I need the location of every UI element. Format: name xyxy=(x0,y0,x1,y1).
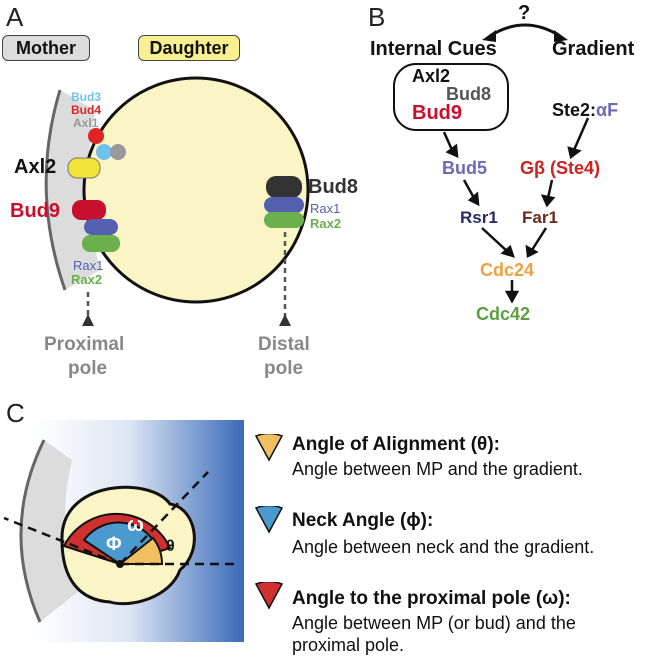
mother-cell-c-wall xyxy=(19,439,46,623)
bud3-dot xyxy=(96,144,112,160)
legend-neck-text: Angle between neck and the gradient. xyxy=(292,537,595,557)
rax2-capsule-left xyxy=(82,235,120,252)
axl1-label: Axl1 xyxy=(73,116,99,130)
bud9-label: Bud9 xyxy=(10,200,60,222)
legend-proximal-title: Angle to the proximal pole (ω): xyxy=(292,588,571,609)
proximal-pole-label-2: pole xyxy=(68,358,108,379)
mother-cell-c xyxy=(20,440,80,622)
ste2-text: Ste2: xyxy=(552,100,597,120)
far1-label: Far1 xyxy=(522,208,558,227)
panel-b-letter: B xyxy=(368,2,386,32)
bud3-label: Bud3 xyxy=(71,90,101,104)
daughter-cell xyxy=(82,76,310,304)
origin-dot xyxy=(116,560,124,568)
bud8-cue-label: Bud8 xyxy=(446,84,491,104)
mother-label: Mother xyxy=(2,35,90,61)
axl2-cue-label: Axl2 xyxy=(412,66,451,86)
rax2-capsule-right xyxy=(264,212,304,228)
omega-symbol: ω xyxy=(127,514,144,536)
bud8-label: Bud8 xyxy=(308,176,358,198)
legend-alignment-title: Angle of Alignment (θ): xyxy=(292,434,500,455)
theta-symbol: θ xyxy=(166,538,175,555)
proximal-axis-line xyxy=(3,516,121,566)
panel-b-diagram xyxy=(393,23,590,304)
rax1-label-right: Rax1 xyxy=(310,201,341,216)
distal-pole-arrow xyxy=(279,314,291,326)
axl1-dot xyxy=(110,144,126,160)
axl2-label: Axl2 xyxy=(14,156,57,178)
distal-pole-label-1: Distal xyxy=(258,334,310,355)
legend-alignment-icon xyxy=(254,434,284,462)
legend-proximal-icon xyxy=(254,582,284,610)
internal-cues-box xyxy=(393,63,509,131)
legend-alignment-text: Angle between MP and the gradient. xyxy=(292,459,583,479)
legend-neck-title: Neck Angle (ϕ): xyxy=(292,510,434,531)
proximal-pole-label-1: Proximal xyxy=(44,334,125,355)
panel-c-letter: C xyxy=(6,398,25,428)
internal-cues-label: Internal Cues xyxy=(370,38,497,60)
panel-c-diagram xyxy=(3,420,244,642)
phi-symbol: Φ xyxy=(106,534,122,555)
rax2-label-left: Rax2 xyxy=(71,272,103,287)
rax1-label-left: Rax1 xyxy=(73,258,104,273)
panel-a-diagram xyxy=(44,76,310,326)
bud9-cue-label: Bud9 xyxy=(412,102,462,124)
axl2-capsule xyxy=(67,157,101,179)
distal-pole-label-2: pole xyxy=(264,358,304,379)
proximal-pole-arrow xyxy=(82,314,94,326)
neck-wedge-icon xyxy=(254,506,284,534)
alignment-wedge-icon xyxy=(254,434,284,462)
curve-arrow-left xyxy=(482,30,496,42)
bud4-label: Bud4 xyxy=(71,103,101,117)
proximal-wedge-icon xyxy=(254,582,284,610)
cdc42-label: Cdc42 xyxy=(476,304,531,324)
ste2-label: Ste2:αF xyxy=(552,100,618,121)
cdc24-label: Cdc24 xyxy=(480,260,535,280)
gbeta-label: Gβ (Ste4) xyxy=(520,158,600,178)
bud5-label: Bud5 xyxy=(442,158,487,178)
mp-axis-line xyxy=(119,471,209,565)
daughter-label: Daughter xyxy=(138,35,240,61)
legend-neck-icon xyxy=(254,506,284,534)
mother-cell-wall xyxy=(44,89,67,291)
rax2-label-right: Rax2 xyxy=(310,216,342,231)
panel-a-letter: A xyxy=(6,2,24,32)
bud8-capsule xyxy=(266,176,302,198)
rsr1-label: Rsr1 xyxy=(460,208,498,227)
cues-gradient-curve xyxy=(489,23,561,38)
bud4-dot xyxy=(88,128,104,144)
rax1-capsule-left xyxy=(84,219,118,235)
alpha-factor-text: αF xyxy=(596,100,619,120)
rax1-capsule-right xyxy=(264,197,304,213)
legend-proximal-text: Angle between MP (or bud) and the proxim… xyxy=(292,613,576,655)
theta-wedge xyxy=(117,536,164,565)
gradient-label: Gradient xyxy=(552,38,635,60)
bud9-capsule xyxy=(72,200,106,220)
question-mark: ? xyxy=(518,2,531,24)
curve-arrow-right xyxy=(554,30,568,42)
